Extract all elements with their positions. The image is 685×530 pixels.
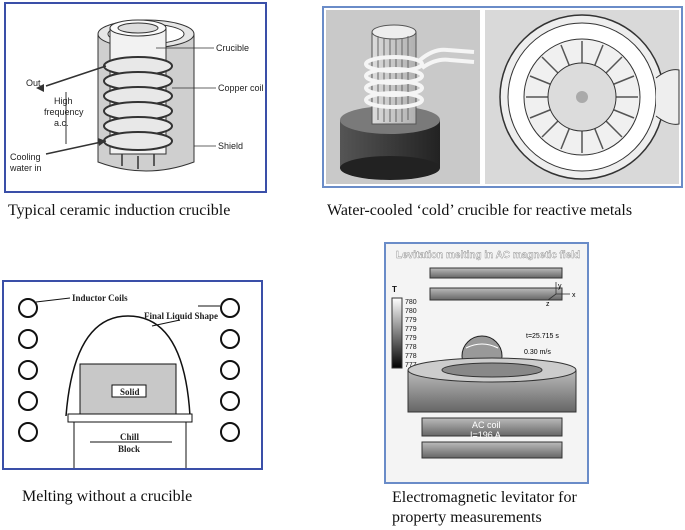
label-out: Out bbox=[26, 78, 41, 88]
panel-levitator: Levitation melting in AC magnetic field … bbox=[384, 242, 589, 484]
legend-values: 780 780 779 779 779 778 778 777 bbox=[405, 299, 417, 369]
label-current: I=196 A bbox=[470, 430, 501, 440]
caption-levitator: Electromagnetic levitator for property m… bbox=[392, 488, 652, 528]
inductor-coil-circles bbox=[18, 298, 240, 442]
label-block: Block bbox=[118, 444, 140, 454]
axis-y: y bbox=[558, 283, 562, 290]
legend-value: 780 bbox=[405, 299, 417, 306]
final-liquid-shape bbox=[65, 315, 191, 417]
levitator-diagram: Levitation melting in AC magnetic field … bbox=[386, 244, 587, 482]
caption-levitator-line1: Electromagnetic levitator for bbox=[392, 489, 577, 506]
label-water-in: water in bbox=[9, 163, 42, 173]
label-crucible: Crucible bbox=[216, 43, 249, 53]
copper-coil bbox=[103, 56, 173, 151]
temperature-legend-bar bbox=[391, 297, 403, 369]
legend-value: 780 bbox=[405, 308, 417, 315]
label-time: t=25.715 s bbox=[526, 333, 559, 340]
legend-value: 778 bbox=[405, 353, 417, 360]
label-final-liquid-shape: Final Liquid Shape bbox=[144, 311, 218, 321]
panel-ceramic-crucible: Crucible Out High frequency a.c. Copper … bbox=[4, 2, 267, 193]
label-copper-coil: Copper coil bbox=[218, 83, 264, 93]
legend-value: 779 bbox=[405, 335, 417, 342]
label-velocity: 0.30 m/s bbox=[524, 349, 551, 356]
caption-cold-crucible: Water-cooled ‘cold’ crucible for reactiv… bbox=[327, 202, 633, 219]
label-inductor-coils: Inductor Coils bbox=[72, 293, 128, 303]
legend-t-label: T bbox=[392, 285, 397, 294]
legend-value: 779 bbox=[405, 326, 417, 333]
no-crucible-diagram: Solid Inductor Coils Final Liquid Shape … bbox=[18, 293, 240, 468]
caption-ceramic-crucible: Typical ceramic induction crucible bbox=[8, 202, 231, 219]
label-cooling: Cooling bbox=[10, 152, 41, 162]
legend-value: 778 bbox=[405, 344, 417, 351]
levitation-title: Levitation melting in AC magnetic field bbox=[396, 250, 580, 261]
label-chill: Chill bbox=[120, 432, 140, 442]
panel-no-crucible: Solid Inductor Coils Final Liquid Shape … bbox=[2, 280, 263, 470]
panel-cold-crucible bbox=[322, 6, 683, 188]
axis-z: z bbox=[546, 301, 550, 308]
label-ac: a.c. bbox=[54, 118, 69, 128]
label-shield: Shield bbox=[218, 141, 243, 151]
legend-value: 777 bbox=[405, 362, 417, 369]
label-solid: Solid bbox=[120, 387, 140, 397]
cold-crucible-diagram bbox=[326, 10, 680, 184]
label-high: High bbox=[54, 96, 73, 106]
legend-value: 779 bbox=[405, 317, 417, 324]
axis-x: x bbox=[572, 292, 576, 299]
ceramic-crucible-diagram: Crucible Out High frequency a.c. Copper … bbox=[9, 19, 264, 173]
cold-crucible-body bbox=[371, 31, 417, 125]
label-ac-coil: AC coil bbox=[472, 420, 501, 430]
label-frequency: frequency bbox=[44, 107, 84, 117]
caption-levitator-line2: property measurements bbox=[392, 509, 542, 526]
caption-no-crucible: Melting without a crucible bbox=[22, 488, 193, 505]
cold-crucible-coil bbox=[364, 55, 424, 109]
